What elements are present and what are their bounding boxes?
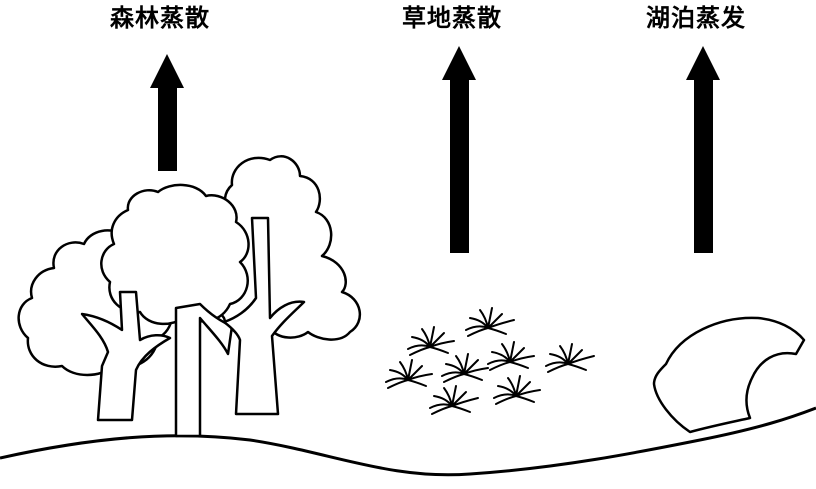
tree-trunk-left — [80, 290, 172, 422]
tree-trunk-center — [174, 302, 234, 438]
ground-line — [0, 406, 816, 477]
grass-tuft — [487, 341, 535, 371]
grassland-evapotranspiration-label: 草地蒸散 — [402, 4, 502, 32]
tree-trunk-right — [222, 216, 306, 416]
grass-tuft — [385, 359, 433, 389]
lake — [652, 316, 806, 434]
forest-arrow — [150, 54, 184, 171]
grassland-arrow — [442, 46, 476, 253]
grass-tuft — [465, 307, 515, 337]
lake-arrow — [686, 46, 720, 253]
grass-tuft — [407, 326, 455, 356]
grass-tufts — [385, 307, 595, 415]
grass-tuft — [429, 385, 479, 415]
lake-evaporation-label: 湖泊蒸发 — [646, 4, 746, 32]
grass-tuft — [493, 375, 541, 405]
grass-tuft — [441, 353, 489, 383]
grass-tuft — [545, 343, 595, 373]
tree-crown-center — [100, 183, 250, 325]
forest-trees — [17, 155, 362, 438]
forest-evapotranspiration-label: 森林蒸散 — [110, 4, 210, 32]
